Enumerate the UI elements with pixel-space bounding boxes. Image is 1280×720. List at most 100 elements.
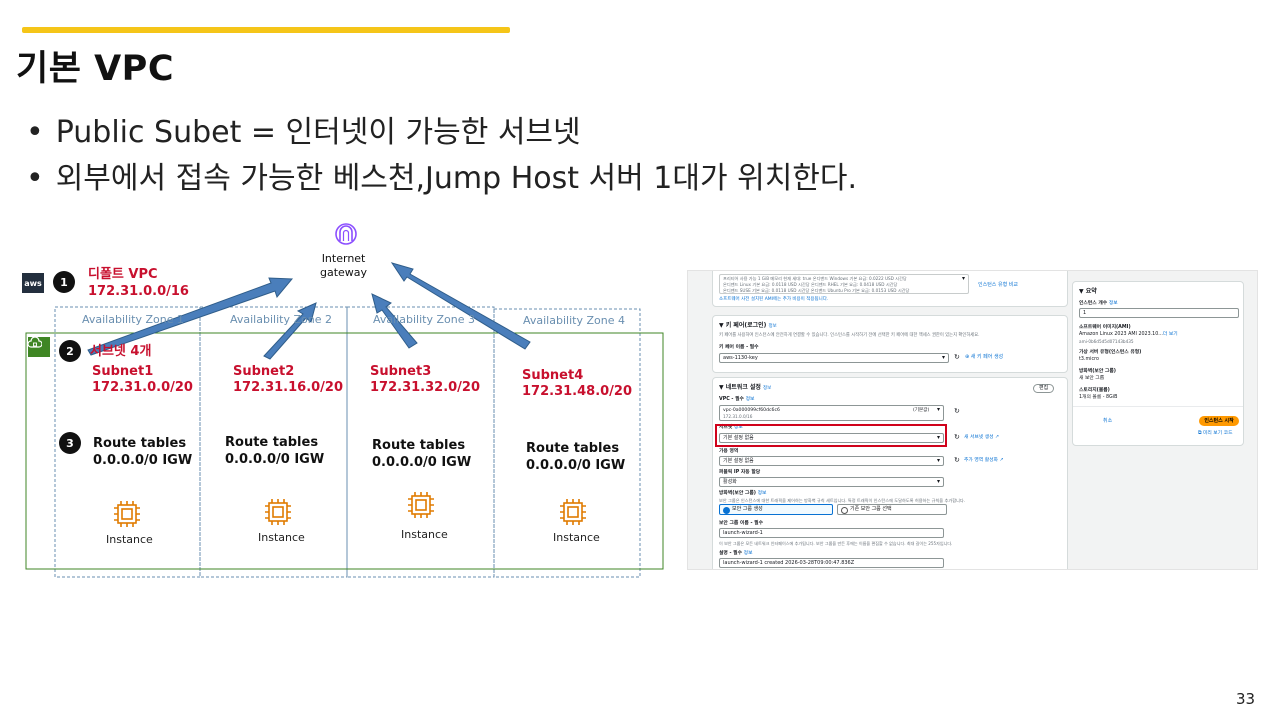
subnet-1: Subnet1 172.31.0.0/20 — [92, 364, 193, 396]
enable-zones-text: 추가 영역 활성화 — [964, 458, 998, 463]
create-keypair-link[interactable]: ⊕ 새 키 페어 생성 — [965, 354, 1004, 360]
public-ip-select[interactable]: 활성화 — [719, 477, 944, 487]
route-table-title: Route tables — [372, 438, 466, 453]
page-number: 33 — [1236, 690, 1256, 708]
info-link[interactable]: 정보 — [768, 324, 777, 329]
refresh-icon[interactable]: ↻ — [954, 456, 960, 464]
info-link[interactable]: 정보 — [1108, 301, 1118, 306]
vpc-cloud-icon — [28, 337, 50, 357]
subnet-4: Subnet4 172.31.48.0/20 — [522, 368, 632, 400]
ami-more-link[interactable]: 더 보기 — [1162, 332, 1178, 337]
sg-create-radio[interactable]: 보안 그룹 생성 — [719, 504, 833, 515]
route-table-title: Route tables — [526, 441, 620, 456]
info-link[interactable]: 정보 — [763, 386, 772, 391]
instance-type-panel: 프리티어 사용 가능 1 GiB 메모리 현재 세대: true 온디맨드 Wi… — [712, 271, 1068, 307]
az-label-3: Availability Zone 3 — [373, 313, 475, 326]
sg-desc-input[interactable]: launch-wizard-1 created 2026-03-28T09:00… — [719, 558, 944, 568]
vpc-id: vpc-0a000099cf60dc6c6 — [723, 408, 780, 413]
summary-fw-label: 방화벽(보안 그룹) — [1079, 369, 1116, 374]
subnet-select[interactable]: 기본 설정 없음 — [719, 433, 944, 443]
vpc-box — [25, 332, 664, 570]
instance-count-input[interactable]: 1 — [1079, 308, 1239, 318]
az-box-1 — [54, 306, 201, 578]
step-badge-1: 1 — [53, 271, 75, 293]
summary-panel: ▼ 요약 인스턴스 개수 정보 1 소프트웨어 이미지(AMI) Amazon … — [1072, 281, 1244, 446]
refresh-icon[interactable]: ↻ — [954, 433, 960, 441]
arrow-subnet4-to-igw — [390, 262, 531, 350]
ami-cost-note: 소프트웨어 사전 설치된 AMI에는 추가 비용이 적용됩니다. — [719, 297, 829, 302]
subnet-3: Subnet3 172.31.32.0/20 — [370, 364, 480, 396]
slide-title: 기본 VPC — [16, 49, 175, 89]
subnet-name: Subnet4 — [522, 368, 584, 383]
route-table-4: Route tables 0.0.0.0/0 IGW — [526, 440, 625, 474]
summary-type-label: 가상 서버 유형(인스턴스 유형) — [1079, 350, 1142, 355]
keypair-field-label: 키 페어 이름 - 필수 — [719, 345, 759, 350]
subnet-count-label: 서브넷 4개 — [90, 344, 152, 359]
route-table-2: Route tables 0.0.0.0/0 IGW — [225, 434, 324, 468]
keypair-select[interactable]: aws-1130-key — [719, 353, 949, 363]
create-keypair-text: 새 키 페어 생성 — [970, 354, 1004, 360]
subnet-field-label-text: 서브넷 — [719, 425, 733, 430]
summary-fw-value: 새 보안 그룹 — [1079, 376, 1105, 381]
arrow-subnet1-to-igw — [87, 277, 294, 356]
accent-bar — [22, 27, 510, 33]
network-header[interactable]: ▼ 네트워크 설정 정보 — [719, 384, 772, 391]
route-table-route: 0.0.0.0/0 IGW — [93, 453, 193, 468]
az-field-label: 가용 영역 — [719, 449, 739, 454]
vpc-label: 디폴트 VPC 172.31.0.0/16 — [88, 266, 189, 300]
launch-instance-button[interactable]: 인스턴스 시작 — [1199, 416, 1239, 426]
refresh-icon[interactable]: ↻ — [954, 407, 960, 415]
az-select[interactable]: 기본 설정 없음 — [719, 456, 944, 466]
route-table-route: 0.0.0.0/0 IGW — [372, 455, 472, 470]
igw-label-line-1: Internet — [321, 252, 366, 265]
summary-header[interactable]: ▼ 요약 — [1079, 288, 1097, 295]
az-label-2: Availability Zone 2 — [230, 313, 332, 326]
ami-line: 온디맨드 SUSE 기본 요금: 0.0118 USD 시간당 온디맨드 Ubu… — [723, 288, 910, 293]
subnet-name: Subnet1 — [92, 364, 154, 379]
arrow-subnet3-to-igw — [371, 293, 418, 349]
route-table-route: 0.0.0.0/0 IGW — [225, 452, 325, 467]
subnet-cidr: 172.31.16.0/20 — [233, 380, 344, 395]
az-label-1: Availability Zone 1 — [82, 313, 184, 326]
route-table-3: Route tables 0.0.0.0/0 IGW — [372, 437, 471, 471]
subnet-name: Subnet2 — [233, 364, 295, 379]
vpc-select[interactable]: vpc-0a000099cf60dc6c6 172.31.0.0/16 (기본값… — [719, 405, 944, 421]
summary-ami-id: ami-0b6d5d5d07143b435 — [1079, 339, 1134, 344]
subnet-field-label: 서브넷 정보 — [719, 425, 743, 430]
keypair-header-text: 키 페어(로그인) — [725, 322, 767, 329]
keypair-panel: ▼ 키 페어(로그인) 정보 키 페어를 사용하여 인스턴스에 안전하게 연결할… — [712, 315, 1068, 373]
instance-label: Instance — [258, 531, 305, 544]
vpc-default-tag: (기본값) — [913, 408, 930, 413]
step-badge-2: 2 — [59, 340, 81, 362]
firewall-label-text: 방화벽(보안 그룹) — [719, 491, 756, 496]
instance-label: Instance — [401, 528, 448, 541]
instance-count-label: 인스턴스 개수 정보 — [1079, 300, 1118, 307]
cancel-button[interactable]: 취소 — [1103, 418, 1113, 424]
subnet-highlight-box — [715, 424, 947, 447]
instance-type-select[interactable]: 프리티어 사용 가능 1 GiB 메모리 현재 세대: true 온디맨드 Wi… — [719, 274, 969, 294]
instance-label: Instance — [553, 531, 600, 544]
ec2-launch-console: 프리티어 사용 가능 1 GiB 메모리 현재 세대: true 온디맨드 Wi… — [687, 270, 1258, 570]
vpc-field-label-text: VPC - 필수 — [719, 397, 744, 402]
network-header-text: 네트워크 설정 — [725, 384, 761, 391]
enable-zones-link[interactable]: 추가 영역 활성화 ↗ — [964, 458, 1004, 463]
ami-line: 온디맨드 Linux 기본 요금: 0.0118 USD 시간당 온디맨드 RH… — [723, 282, 898, 287]
compare-instance-types-link[interactable]: 인스턴스 유형 비교 — [978, 282, 1018, 288]
az-label-4: Availability Zone 4 — [523, 314, 625, 327]
vpc-diagram: Internet gateway aws 1 2 3 디폴트 VPC 172.3… — [20, 215, 670, 585]
aws-logo: aws — [22, 273, 44, 293]
summary-type-value: t3.micro — [1079, 357, 1099, 362]
subnet-cidr: 172.31.32.0/20 — [370, 380, 481, 395]
sg-name-help: 이 보안 그룹은 모든 네트워크 인터페이스에 추가됩니다. 보안 그룹을 만든… — [719, 541, 953, 546]
network-edit-button[interactable]: 편집 — [1033, 384, 1055, 393]
create-subnet-link[interactable]: 새 서브넷 생성 ↗ — [964, 435, 1000, 440]
instance-count-label-text: 인스턴스 개수 — [1079, 301, 1108, 306]
keypair-header[interactable]: ▼ 키 페어(로그인) 정보 — [719, 322, 777, 329]
sg-existing-radio[interactable]: 기존 보안 그룹 선택 — [837, 504, 947, 515]
summary-header-text: 요약 — [1085, 288, 1097, 295]
sg-desc-label: 설명 - 필수 정보 — [719, 551, 753, 556]
sg-name-input[interactable]: launch-wizard-1 — [719, 528, 944, 538]
refresh-icon[interactable]: ↻ — [954, 353, 960, 361]
vpc-cidr: 172.31.0.0/16 — [88, 284, 189, 299]
preview-code-link[interactable]: ⧉ 미리 보기 코드 — [1198, 431, 1233, 436]
